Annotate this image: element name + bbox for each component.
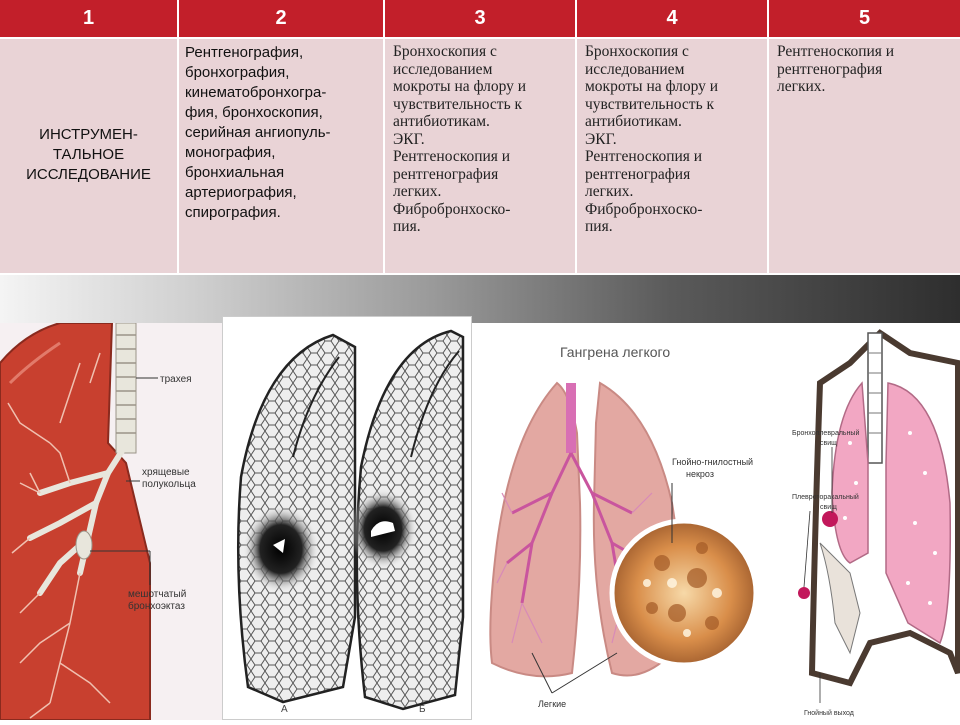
lung-gangrene-illustration: Гангрена легкого Гнойно-гнилостный некро… (472, 323, 812, 720)
column-header-5: 5 (769, 0, 960, 37)
label-fistula-1b: свищ (820, 440, 837, 447)
pleural-empyema-illustration: Бронхоплевральный свищ Плевроторакальный… (790, 323, 960, 720)
gangrene-title: Гангрена легкого (560, 344, 670, 360)
label-saccular-1: мешотчатый (128, 589, 186, 600)
cell-col-2: Рентгенография, бронхография, кинематобр… (179, 37, 385, 273)
label-fistula-1a: Бронхоплевральный (792, 429, 859, 437)
row-label: ИНСТРУМЕН- ТАЛЬНОЕ ИССЛЕДОВАНИЕ (26, 126, 151, 183)
label-necrosis-1: Гнойно-гнилостный (672, 457, 753, 467)
cell-col-3-text: Бронхоскопия с исследованием мокроты на … (393, 43, 527, 235)
column-header-2: 2 (179, 0, 385, 37)
cell-col-3: Бронхоскопия с исследованием мокроты на … (385, 37, 577, 273)
cell-col-4: Бронхоскопия с исследованием мокроты на … (577, 37, 769, 273)
label-cartilage-2: полукольца (142, 479, 196, 490)
label-b: Б (419, 704, 426, 715)
label-saccular-2: бронхоэктаз (128, 600, 185, 612)
label-lungs: Легкие (538, 699, 566, 709)
bronchiectasis-illustration: трахея хрящевые полукольца мешотчатый бр… (0, 323, 222, 720)
label-fistula-2b: свищ (820, 504, 837, 511)
label-a: А (281, 704, 288, 715)
cell-col-2-text: Рентгенография, бронхография, кинематобр… (185, 44, 331, 221)
column-header-1: 1 (0, 0, 179, 37)
cell-col-5-text: Рентгеноскопия и рентгенография легких. (777, 43, 895, 95)
xray-comparison-drawing: А Б (222, 316, 472, 720)
column-header-4: 4 (577, 0, 769, 37)
cell-col-5: Рентгеноскопия и рентгенография легких. (769, 37, 960, 273)
label-necrosis-2: некроз (686, 469, 714, 479)
label-pus-outlet: Гнойный выход (804, 709, 854, 717)
gradient-divider (0, 275, 960, 323)
column-header-3: 3 (385, 0, 577, 37)
label-cartilage-1: хрящевые (142, 467, 190, 478)
bronchiectasis-drawing: трахея хрящевые полукольца мешотчатый бр… (0, 323, 196, 720)
label-trachea: трахея (160, 374, 192, 385)
lung-gangrene-drawing: Гангрена легкого Гнойно-гнилостный некро… (489, 344, 759, 709)
xray-lungs-drawing: А Б (236, 329, 465, 715)
pleural-empyema-drawing: Бронхоплевральный свищ Плевроторакальный… (792, 329, 960, 717)
row-label-cell: ИНСТРУМЕН- ТАЛЬНОЕ ИССЛЕДОВАНИЕ (0, 37, 179, 273)
label-fistula-2a: Плевроторакальный (792, 493, 859, 501)
cell-col-4-text: Бронхоскопия с исследованием мокроты на … (585, 43, 719, 235)
comparison-table: 1 2 3 4 5 ИНСТРУМЕН- ТАЛЬНОЕ ИССЛЕДОВАНИ… (0, 0, 960, 275)
